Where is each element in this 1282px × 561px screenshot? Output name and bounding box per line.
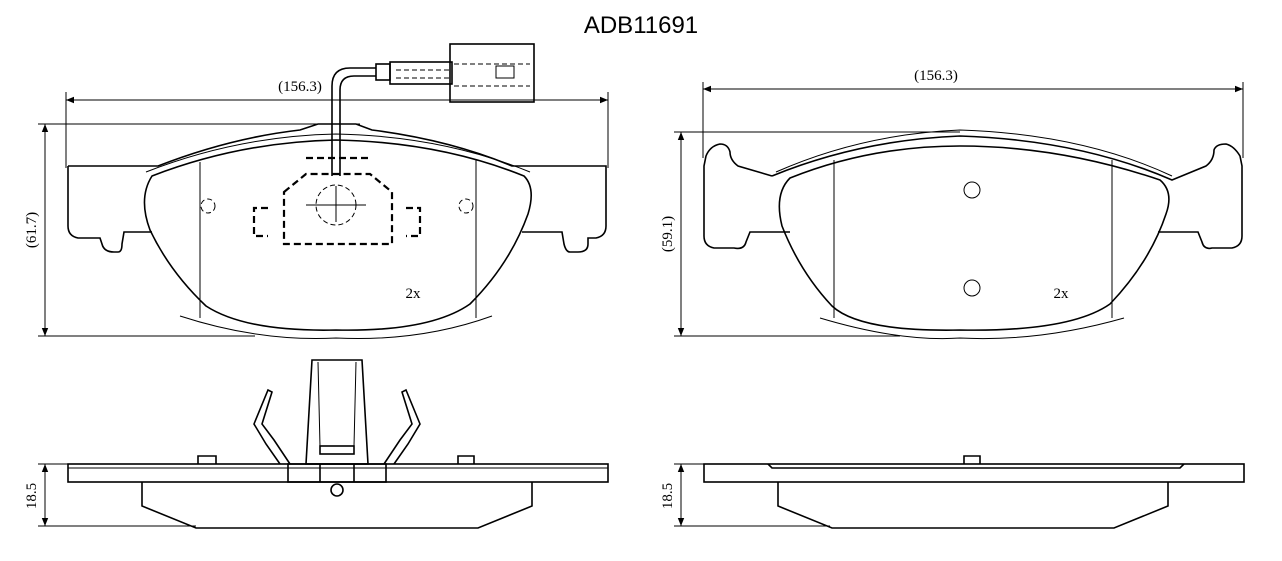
right-thickness-label: 18.5 [660, 483, 676, 509]
left-side-center-tab-foot [319, 445, 355, 455]
front-pad-lower-edge [179, 315, 493, 340]
back-width-label: (156.3) [914, 68, 958, 84]
front-width-label: (156.3) [278, 79, 322, 95]
front-wear-sensor-wire [331, 67, 376, 176]
front-height-label: (61.7) [24, 212, 40, 248]
right-side-backing-plate [703, 463, 1245, 483]
left-side-clip-base [287, 463, 387, 483]
right-side-tab [963, 455, 981, 464]
back-quantity-label: 2x [1054, 286, 1070, 302]
front-quantity-label: 2x [406, 286, 422, 302]
back-friction-pad [778, 145, 1170, 331]
left-side-backing-plate [67, 463, 609, 483]
front-view: (156.3) (61.7) 2x [24, 43, 609, 340]
back-hole-lower [963, 279, 981, 297]
back-height-label: (59.1) [660, 216, 676, 252]
left-side-tab-left [197, 455, 217, 464]
left-side-center-tab-inner [317, 361, 357, 447]
front-hole-right [458, 198, 474, 214]
front-backing-plate [67, 123, 607, 253]
front-sensor-ferrule [375, 63, 391, 81]
front-sensor-connector [449, 43, 535, 103]
back-view: (156.3) (59.1) 2x [660, 68, 1244, 340]
front-friction-pad [143, 139, 532, 331]
front-pad-inner-edge [145, 133, 531, 173]
back-hole-upper [963, 181, 981, 199]
left-thickness-label: 18.5 [24, 483, 40, 509]
right-side-view: 18.5 [660, 455, 1245, 529]
front-connector-latch [495, 65, 515, 79]
right-side-friction-block [777, 482, 1169, 529]
left-side-spring-left [253, 388, 291, 465]
left-side-spring-right [383, 388, 421, 465]
front-sensor-sleeve [389, 61, 453, 85]
right-side-shim-line [767, 463, 1185, 469]
front-retaining-clip-hidden [252, 156, 422, 246]
left-side-center-tab [305, 359, 369, 465]
front-hole-left [200, 198, 216, 214]
back-backing-plate [703, 135, 1243, 250]
left-side-friction-block [141, 482, 533, 529]
part-number-title: ADB11691 [583, 12, 699, 39]
back-pad-lower-edge [819, 317, 1125, 340]
left-side-clip-pin [330, 483, 344, 497]
left-side-view: 18.5 [24, 359, 609, 529]
left-side-tab-right [457, 455, 475, 464]
back-plate-inner-edge [775, 129, 1173, 177]
